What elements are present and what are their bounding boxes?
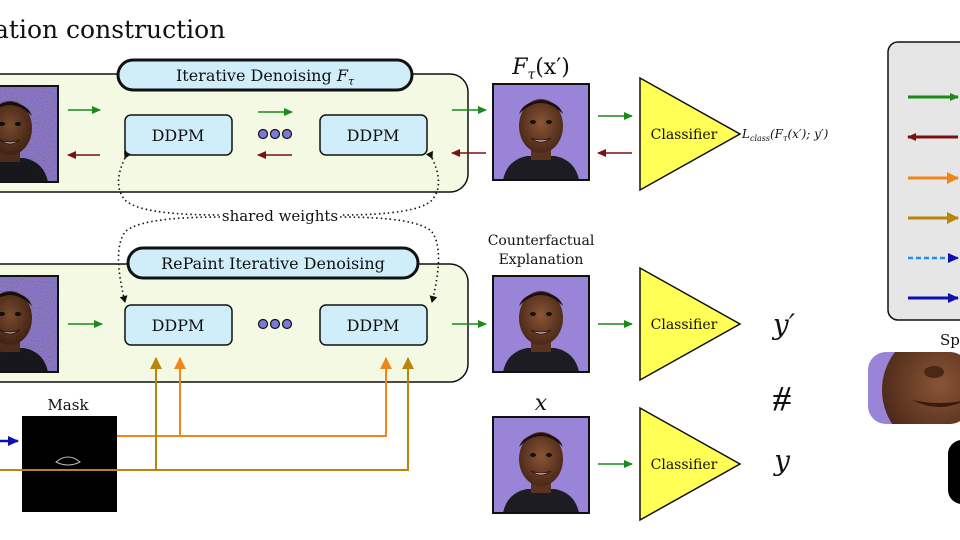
counterfactual-label-line2: Explanation (499, 252, 584, 268)
legend-box (887, 41, 960, 321)
mask-image (22, 416, 117, 512)
ddpm-block-bottom-right: DDPM (319, 304, 428, 346)
bottom-panel-title: RePaint Iterative Denoising (161, 254, 385, 273)
ddpm-block-top-right: DDPM (319, 114, 428, 156)
counterfactual-label-line1: Counterfactual (488, 233, 595, 249)
classifier-top: Classifier (639, 76, 742, 192)
svg-text:DDPM: DDPM (152, 316, 205, 335)
svg-text:Classifier: Classifier (651, 457, 718, 473)
noisy-input-image-top (0, 85, 59, 183)
top-panel-pill (116, 58, 414, 92)
bottom-panel-pill (126, 246, 420, 280)
legend-partial-label: Sp (940, 331, 960, 349)
svg-text:Classifier: Classifier (651, 127, 718, 143)
ddpm-block-top-left: DDPM (124, 114, 233, 156)
counterfactual-image (492, 275, 590, 373)
top-panel-title: Iterative Denoising Fτ (176, 66, 355, 88)
shared-weights-connector (117, 150, 440, 303)
ellipsis-dots-bottom (257, 318, 293, 330)
classifier-bottom: Classifier (639, 406, 742, 522)
not-equal-symbol: ⧣ (772, 377, 791, 417)
known-region-orange-lines (117, 357, 392, 437)
page-title: ation construction (0, 15, 225, 44)
original-image (492, 416, 590, 514)
ellipsis-dots-top (257, 128, 293, 140)
black-rounded-block (948, 440, 960, 504)
f-tau-output-image (492, 83, 590, 181)
svg-text:DDPM: DDPM (347, 316, 400, 335)
shared-weights-label: shared weights (222, 207, 338, 225)
mask-label: Mask (47, 396, 89, 414)
classification-loss-label: Lclass(Fτ(x′); y′) (741, 127, 829, 143)
y-label: y (772, 444, 791, 477)
ddpm-block-bottom-left: DDPM (124, 304, 233, 346)
cropped-face-strip (868, 352, 960, 424)
y-prime-label: y′ (771, 308, 796, 341)
noisy-input-image-bottom (0, 275, 59, 373)
svg-text:DDPM: DDPM (152, 126, 205, 145)
mask-region (55, 456, 81, 466)
x-label: x (535, 391, 548, 416)
f-tau-label: Fτ(x′) (511, 55, 570, 83)
svg-text:DDPM: DDPM (347, 126, 400, 145)
svg-text:Classifier: Classifier (651, 317, 718, 333)
known-region-brown-lines (0, 357, 414, 471)
classifier-middle: Classifier (639, 266, 742, 382)
